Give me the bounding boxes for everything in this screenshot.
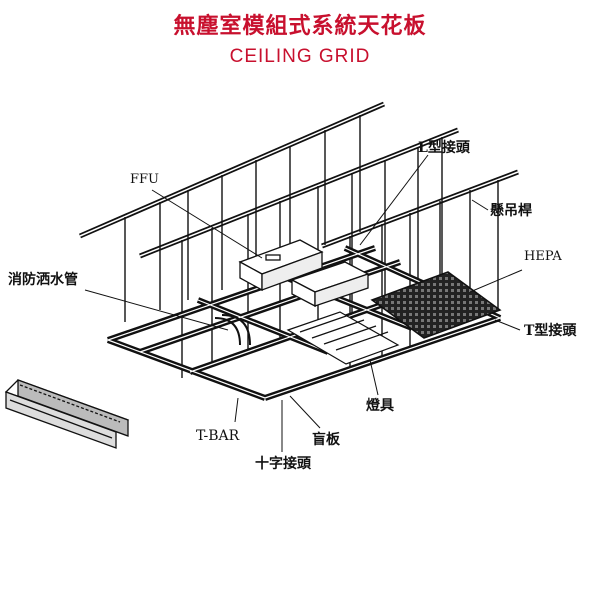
hepa-filter [370,271,502,339]
title-english: CEILING GRID [229,46,371,67]
label-sprinkler-pipe: 消防洒水管 [8,271,78,288]
label-t-joint: T型接頭 [524,322,577,339]
label-hepa: HEPA [524,249,562,264]
support-rails [79,101,519,259]
t-bar-section [4,379,130,449]
label-ffu: FFU [130,172,159,187]
label-blank-panel: 盲板 [312,431,341,448]
light-fixture [286,311,400,365]
ffu-units [238,239,370,308]
label-lamp: 燈具 [366,397,394,414]
label-t-bar: T-BAR [196,428,240,444]
sprinkler-pipe [214,314,251,346]
label-l-joint: L型接頭 [418,139,471,156]
leader-lines [84,154,523,452]
label-hanger-rod: 懸吊桿 [490,202,532,219]
title-chinese: 無塵室模組式系統天花板 [173,13,427,39]
label-cross-joint: 十字接頭 [255,455,312,472]
